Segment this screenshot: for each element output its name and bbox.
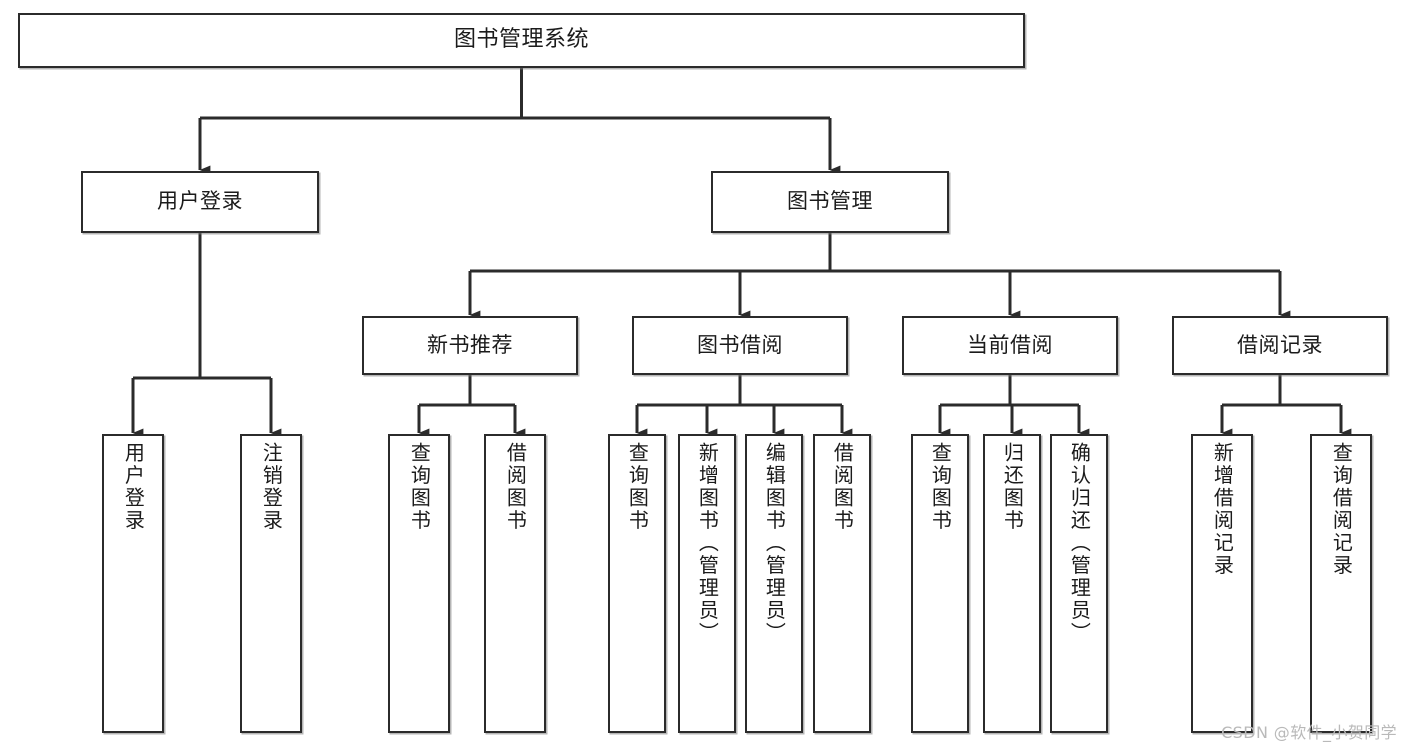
leaf-add-borrow-record[interactable]: 新增借阅记录 <box>1191 434 1253 733</box>
node-label: 图书借阅 <box>697 332 783 357</box>
edge-group <box>131 68 1352 438</box>
node-label: 借阅图书 <box>503 442 528 532</box>
node-label: 新书推荐 <box>427 332 513 357</box>
node-label: 用户登录 <box>121 442 146 532</box>
node-label: 查询图书 <box>407 442 432 532</box>
leaf-edit-book-admin[interactable]: 编辑图书（管理员） <box>745 434 803 733</box>
node-label: 图书管理 <box>787 189 873 214</box>
node-label: 注销登录 <box>259 442 284 532</box>
node-label: 当前借阅 <box>967 332 1053 357</box>
leaf-query-book-current[interactable]: 查询图书 <box>911 434 969 733</box>
leaf-query-book-recommendation[interactable]: 查询图书 <box>388 434 450 733</box>
leaf-user-logout[interactable]: 注销登录 <box>240 434 302 733</box>
node-new-book-recommendation[interactable]: 新书推荐 <box>362 316 578 375</box>
node-label: 用户登录 <box>157 189 243 214</box>
node-label: 确认归还（管理员） <box>1067 442 1092 645</box>
node-label: 查询图书 <box>625 442 650 532</box>
node-root-book-management-system[interactable]: 图书管理系统 <box>18 13 1025 68</box>
node-label: 借阅记录 <box>1237 332 1323 357</box>
watermark-credit: CSDN @软件_小贺同学 <box>1221 723 1397 742</box>
node-label: 归还图书 <box>1000 442 1025 532</box>
leaf-confirm-return-admin[interactable]: 确认归还（管理员） <box>1050 434 1108 733</box>
node-label: 借阅图书 <box>830 442 855 532</box>
node-borrowing-records[interactable]: 借阅记录 <box>1172 316 1388 375</box>
node-label: 新增借阅记录 <box>1210 442 1235 577</box>
node-label: 图书管理系统 <box>453 27 589 53</box>
node-current-borrowing[interactable]: 当前借阅 <box>902 316 1118 375</box>
leaf-return-book[interactable]: 归还图书 <box>983 434 1041 733</box>
node-label: 查询图书 <box>928 442 953 532</box>
leaf-query-book-borrowing[interactable]: 查询图书 <box>608 434 666 733</box>
leaf-user-login[interactable]: 用户登录 <box>102 434 164 733</box>
leaf-borrow-book-recommendation[interactable]: 借阅图书 <box>484 434 546 733</box>
node-user-login[interactable]: 用户登录 <box>81 171 319 233</box>
node-label: 新增图书（管理员） <box>695 442 720 645</box>
leaf-query-borrow-record[interactable]: 查询借阅记录 <box>1310 434 1372 733</box>
leaf-add-book-admin[interactable]: 新增图书（管理员） <box>678 434 736 733</box>
node-label: 编辑图书（管理员） <box>762 442 787 645</box>
leaf-borrow-book[interactable]: 借阅图书 <box>813 434 871 733</box>
node-book-management[interactable]: 图书管理 <box>711 171 949 233</box>
node-label: 查询借阅记录 <box>1329 442 1354 577</box>
node-book-borrowing[interactable]: 图书借阅 <box>632 316 848 375</box>
